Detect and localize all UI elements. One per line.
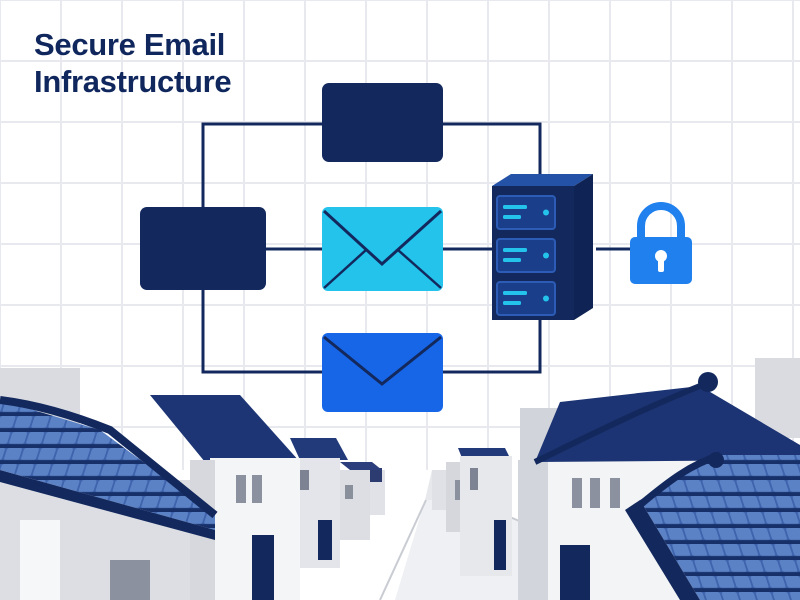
left-block xyxy=(140,207,266,290)
page-title: Secure Email Infrastructure xyxy=(34,26,232,100)
connector-left-bottom xyxy=(201,290,322,374)
connector-top-right xyxy=(443,122,542,175)
connector-left-top xyxy=(201,122,322,207)
envelope-icon xyxy=(322,333,443,412)
title-line-1: Secure Email xyxy=(34,27,226,62)
title-line-2: Infrastructure xyxy=(34,64,232,99)
envelope-icon xyxy=(322,207,443,291)
top-block xyxy=(322,83,443,162)
server-unit xyxy=(496,281,556,316)
server-unit xyxy=(496,195,556,230)
lock-icon xyxy=(630,202,692,284)
server-icon xyxy=(492,174,593,320)
connector-bottom-right xyxy=(443,320,542,374)
connector-lines xyxy=(201,122,630,374)
street-scene xyxy=(0,358,800,600)
server-unit xyxy=(496,238,556,273)
